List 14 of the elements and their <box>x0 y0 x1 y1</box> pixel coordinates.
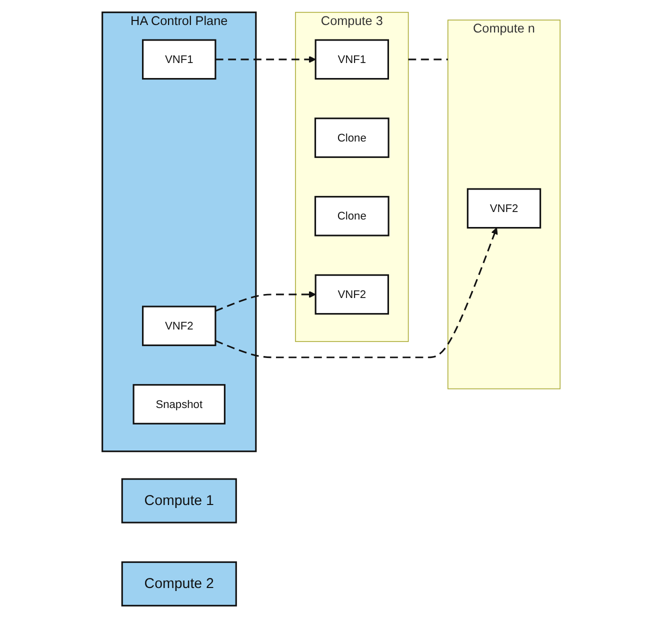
node-box: VNF2 <box>142 306 216 346</box>
node-box: Compute 2 <box>121 561 237 606</box>
node-box: VNF2 <box>466 188 541 229</box>
node-box: VNF1 <box>314 39 389 80</box>
node-box: VNF2 <box>314 274 389 315</box>
node-box: Clone <box>314 118 390 158</box>
node-box: Snapshot <box>132 384 226 424</box>
node-box: VNF1 <box>142 39 216 80</box>
node-box: Clone <box>314 196 390 236</box>
arrow <box>214 227 498 358</box>
connector <box>408 58 448 60</box>
arrow <box>215 56 316 63</box>
node-box: Compute 1 <box>121 478 237 524</box>
arrow <box>214 290 316 312</box>
